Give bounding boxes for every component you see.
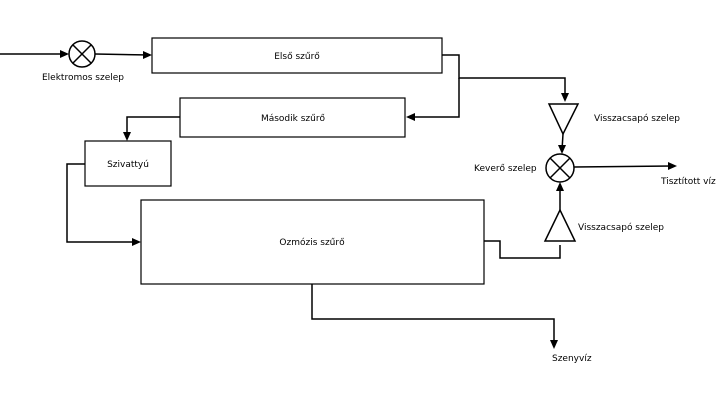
check-valve-upper-label: Visszacsapó szelep xyxy=(594,113,680,124)
second-filter-arrow xyxy=(406,113,415,121)
osmosis-filter-label: Ozmózis szűrő xyxy=(279,237,345,248)
mixing-valve-label: Keverő szelep xyxy=(474,164,537,174)
check-valve-lower-icon xyxy=(543,208,577,242)
check-valve-lower-label: Visszacsapó szelep xyxy=(578,222,664,233)
purified-water-arrow xyxy=(668,162,677,170)
waste-water-arrow xyxy=(550,340,558,349)
inlet-arrow xyxy=(60,50,69,58)
purified-water-line xyxy=(573,165,673,168)
electric-valve-icon xyxy=(68,40,96,68)
check-valve-upper-icon xyxy=(547,103,580,136)
valve-to-first-filter-line xyxy=(94,53,151,56)
pump-label: Szivattyú xyxy=(107,160,149,170)
waste-water-line xyxy=(311,284,555,345)
first-filter-label: Első szűrő xyxy=(274,52,320,62)
osmosis-filter-box xyxy=(140,199,485,285)
pump-to-osmosis-line xyxy=(66,163,137,243)
mixer-top-arrow xyxy=(558,145,566,154)
osmosis-arrow xyxy=(132,238,141,246)
pump-arrow xyxy=(123,132,131,141)
pump-box xyxy=(84,140,172,187)
first-filter-to-check-valve-line xyxy=(442,54,566,99)
first-filter-to-second-filter-line xyxy=(409,78,460,118)
waste-water-label: Szenyvíz xyxy=(552,354,592,364)
mixing-valve-icon xyxy=(545,153,575,183)
first-filter-arrow xyxy=(143,51,152,59)
electric-valve-label: Elektromos szelep xyxy=(42,73,124,83)
second-filter-label: Második szűrő xyxy=(261,114,326,124)
mixer-bottom-arrow xyxy=(556,182,564,191)
second-filter-to-pump-line xyxy=(126,116,180,138)
osmosis-to-check-valve-line xyxy=(484,240,561,259)
check-valve-top-arrow xyxy=(561,93,569,102)
first-filter-box xyxy=(151,37,443,74)
purified-water-label: Tisztított víz xyxy=(660,177,716,187)
